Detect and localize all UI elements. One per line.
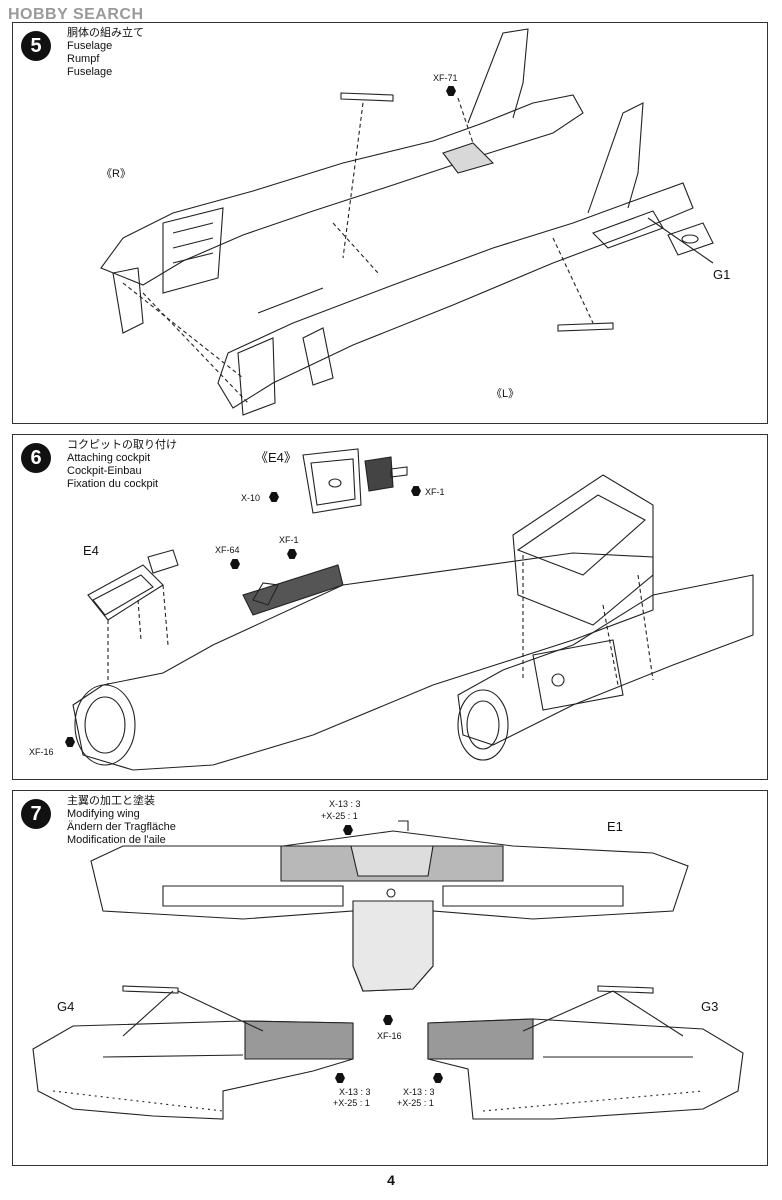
paint-hex-icon [433,1073,443,1083]
mix1-line2: +X-25 : 1 [321,811,358,821]
part-e4-label: E4 [83,543,99,558]
fuselage-illustration [100,28,714,416]
mix2-line1: X-13 : 3 [339,1087,371,1097]
step-number: 5 [21,31,51,61]
wing-illustration [32,820,744,1120]
step-7-panel: 7 主翼の加工と塗装 Modifying wing Ändern der Tra… [12,790,768,1166]
mix1-line1: X-13 : 3 [329,799,361,809]
paint-xf1-label-b: XF-1 [279,535,299,545]
title-ja: 主翼の加工と塗装 [67,795,155,807]
title-ja: コクピットの取り付け [67,439,177,451]
paint-hex-icon [383,1015,393,1025]
paint-x10-label: X-10 [241,493,261,503]
label-l: 《L》 [491,388,520,400]
paint-hex-icon [335,1073,345,1083]
label-r: 《R》 [101,168,131,180]
part-g3-label: G3 [701,999,719,1014]
title-de: Rumpf [67,53,100,65]
part-g1-label: G1 [713,267,731,282]
part-e1-label: E1 [607,819,623,834]
watermark: HOBBY SEARCH [8,6,144,23]
step-number: 7 [21,799,51,829]
title-en: Modifying wing [67,808,140,820]
step-number: 6 [21,443,51,473]
paint-hex-icon [269,492,279,502]
step-5-panel: 5 胴体の組み立て Fuselage Rumpf Fuselage [12,22,768,424]
title-fr: Fuselage [67,66,113,78]
paint-xf16-label: XF-16 [29,747,54,757]
mix2-line2: +X-25 : 1 [333,1098,370,1108]
title-fr: Fixation du cockpit [67,478,159,490]
title-de: Ändern der Tragfläche [67,821,176,833]
paint-hex-icon [287,549,297,559]
paint-hex-icon [65,737,75,747]
title-en: Attaching cockpit [67,452,151,464]
paint-hex-icon [343,825,353,835]
paint-xf1-label-a: XF-1 [425,487,445,497]
paint-hex-icon [446,86,456,96]
part-g4-label: G4 [57,999,75,1014]
title-ja: 胴体の組み立て [67,27,144,39]
title-de: Cockpit-Einbau [67,465,142,477]
paint-xf64-label: XF-64 [215,545,240,555]
paint-xf71-label: XF-71 [433,73,458,83]
step-titles: 胴体の組み立て Fuselage Rumpf Fuselage [67,27,144,79]
paint-xf16-label: XF-16 [377,1031,402,1041]
step-6-panel: 6 コクピットの取り付け Attaching cockpit Cockpit-E… [12,434,768,780]
title-fr: Modification de l'aile [67,834,166,846]
mix3-line1: X-13 : 3 [403,1087,435,1097]
step-titles: 主翼の加工と塗装 Modifying wing Ändern der Tragf… [67,795,176,847]
mix3-line2: +X-25 : 1 [397,1098,434,1108]
label-e4-bracket: 《E4》 [255,450,297,465]
cockpit-illustration [72,448,754,771]
title-en: Fuselage [67,40,113,52]
step-titles: コクピットの取り付け Attaching cockpit Cockpit-Ein… [67,439,177,491]
page-number: 4 [387,1172,395,1188]
paint-hex-icon [411,486,421,496]
paint-hex-icon [230,559,240,569]
